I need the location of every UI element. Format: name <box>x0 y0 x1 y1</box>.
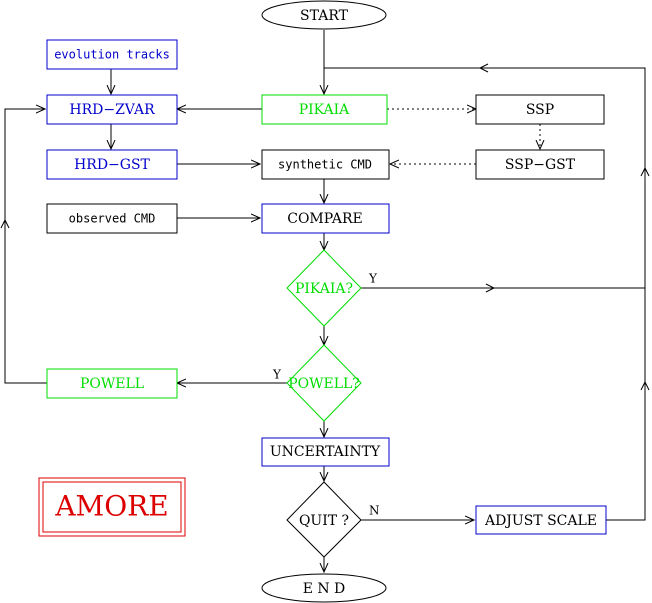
ssp-gst-node: SSP−GST <box>475 149 605 180</box>
pikaia-label: PIKAIA <box>299 102 350 118</box>
powell-decision-node: POWELL? <box>286 344 362 422</box>
compare-label: COMPARE <box>287 211 363 227</box>
quit-decision-label: QUIT ? <box>299 513 349 529</box>
start-label: START <box>300 8 349 24</box>
ssp-gst-label: SSP−GST <box>505 157 576 173</box>
arrowhead-left-loop <box>0 218 10 229</box>
synthetic-cmd-node: synthetic CMD <box>261 149 390 180</box>
observed-cmd-node: observed CMD <box>46 203 178 234</box>
compare-node: COMPARE <box>261 203 390 234</box>
arrow-powell-loop-to-hrdzvar <box>4 109 47 384</box>
amore-logo: AMORE <box>38 477 186 537</box>
hrd-gst-label: HRD−GST <box>74 157 150 173</box>
observed-cmd-label: observed CMD <box>69 212 156 226</box>
quit-decision-node: QUIT ? <box>286 481 362 558</box>
powell-node: POWELL <box>46 368 178 399</box>
hrd-gst-node: HRD−GST <box>46 149 178 180</box>
amore-logo-text: AMORE <box>54 490 168 523</box>
adjust-scale-label: ADJUST SCALE <box>484 513 597 529</box>
synthetic-cmd-label: synthetic CMD <box>278 158 372 172</box>
end-node: E N D <box>261 573 387 603</box>
powell-decision-label: POWELL? <box>288 376 360 392</box>
end-label: E N D <box>303 581 346 597</box>
uncertainty-label: UNCERTAINTY <box>270 444 381 460</box>
arrowhead-right-loop-lower <box>640 380 650 391</box>
start-node: START <box>261 0 387 30</box>
evolution-tracks-label: evolution tracks <box>54 48 170 62</box>
evolution-tracks-node: evolution tracks <box>46 39 178 70</box>
arrowhead-top-loop <box>478 63 489 73</box>
uncertainty-node: UNCERTAINTY <box>261 437 390 467</box>
powell-yes-label: Y <box>272 368 282 382</box>
arrowhead-pikaiaq-yes <box>485 283 496 293</box>
hrd-zvar-node: HRD−ZVAR <box>46 94 178 125</box>
arrowhead-right-loop-upper <box>640 166 650 177</box>
line-adjust-loop <box>324 67 646 521</box>
pikaia-node: PIKAIA <box>261 94 388 125</box>
connectors <box>0 30 650 572</box>
ssp-node: SSP <box>475 94 605 125</box>
pikaia-yes-label: Y <box>368 272 378 286</box>
pikaia-decision-label: PIKAIA? <box>295 281 353 297</box>
ssp-label: SSP <box>526 102 554 118</box>
powell-label: POWELL <box>80 376 144 392</box>
adjust-scale-node: ADJUST SCALE <box>475 505 607 535</box>
hrd-zvar-label: HRD−ZVAR <box>69 102 155 118</box>
quit-no-label: N <box>369 504 380 518</box>
pikaia-decision-node: PIKAIA? <box>286 249 362 327</box>
